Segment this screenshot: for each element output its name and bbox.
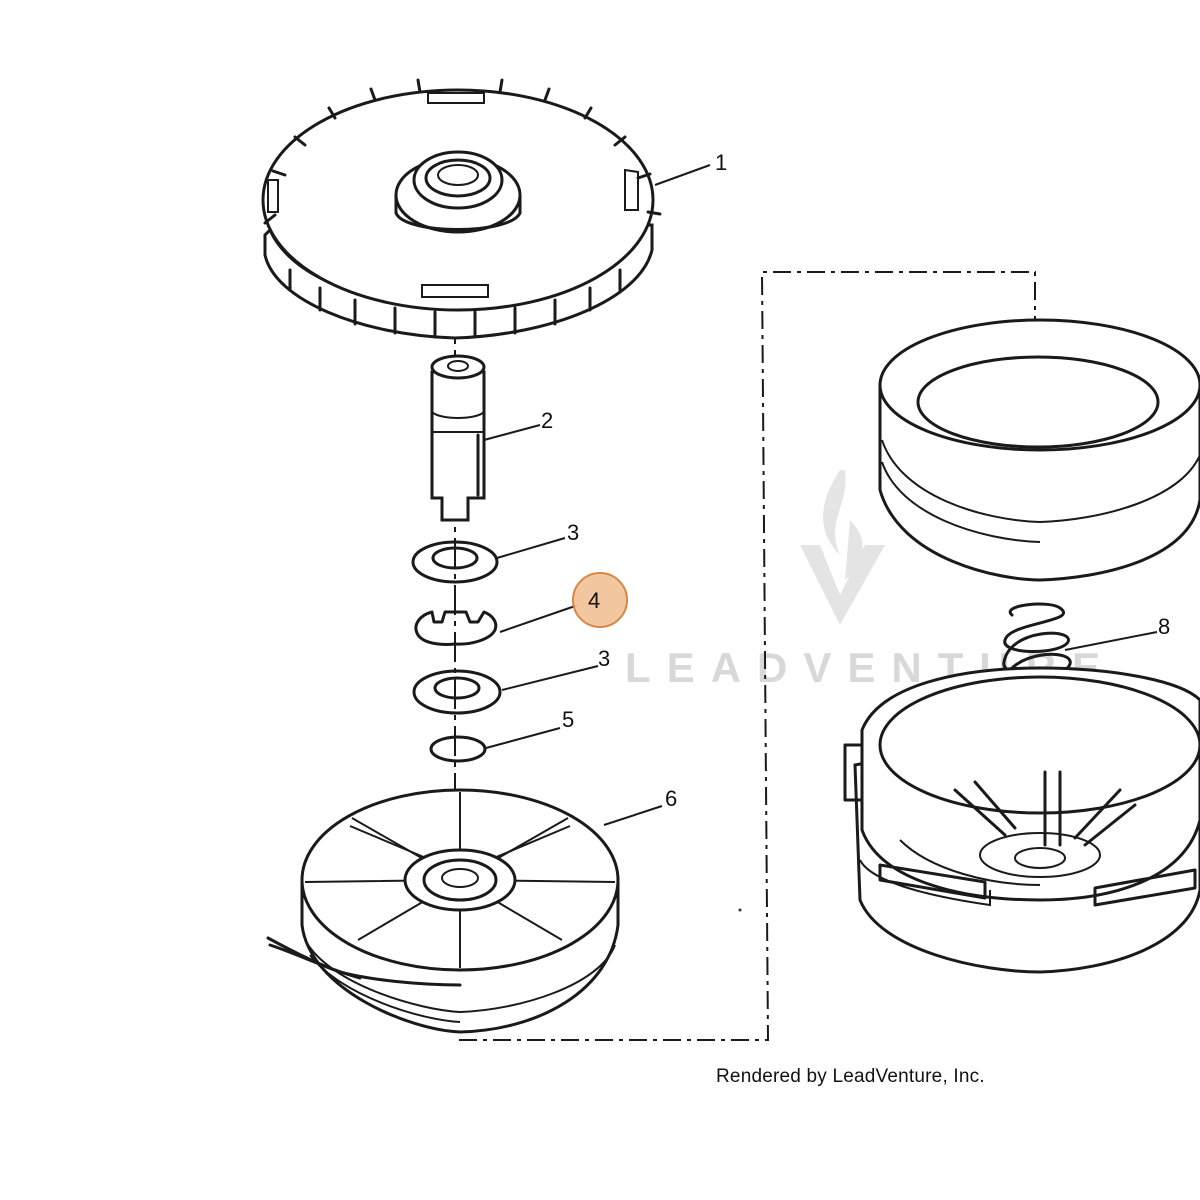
part-6-spool <box>266 788 620 1034</box>
housing <box>843 666 1200 974</box>
part-5-o-ring <box>429 735 487 763</box>
part-3-washer-upper <box>411 540 499 584</box>
callout-3-lower[interactable]: 3 <box>598 646 610 671</box>
part-7-cap <box>878 318 1200 582</box>
leader-lines <box>483 164 1158 826</box>
part-3-washer-lower <box>412 669 502 715</box>
callout-4[interactable]: 4 <box>588 588 600 613</box>
callout-8[interactable]: 8 <box>1158 614 1170 639</box>
part-2-shaft <box>430 354 486 522</box>
callout-5[interactable]: 5 <box>562 707 574 732</box>
credit-text: Rendered by LeadVenture, Inc. <box>716 1066 985 1087</box>
part-1-knob <box>261 78 662 340</box>
stray-mark <box>738 908 742 912</box>
assembly-bracket <box>459 271 1036 1041</box>
part-4-e-clip <box>414 610 498 646</box>
callout-6[interactable]: 6 <box>665 786 677 811</box>
callout-2[interactable]: 2 <box>541 408 553 433</box>
callout-3-upper[interactable]: 3 <box>567 520 579 545</box>
callout-1[interactable]: 1 <box>715 150 727 175</box>
highlight-circle-part-4[interactable] <box>572 572 628 628</box>
